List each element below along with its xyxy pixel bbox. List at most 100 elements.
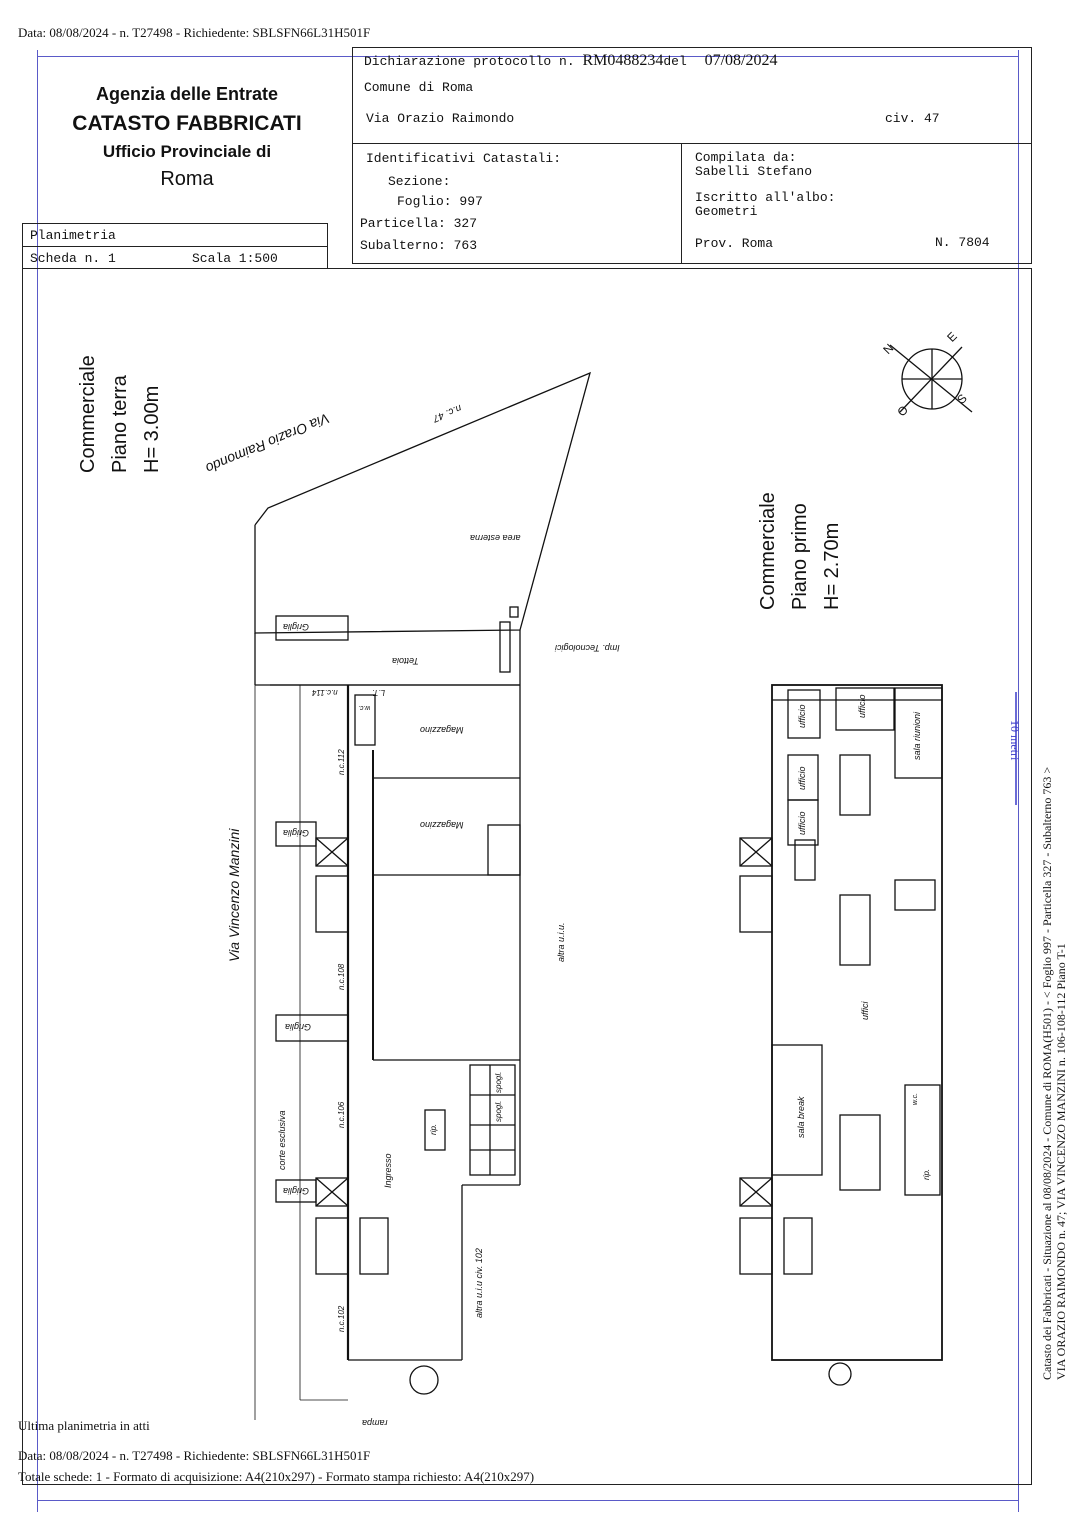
- stairs: [783, 1217, 813, 1275]
- label-sala-riunioni: sala riunioni: [912, 711, 922, 760]
- label-ufficio-3: ufficio: [797, 766, 807, 790]
- label-tettoia: Tettoia: [392, 656, 419, 666]
- spiral-stair: [409, 1365, 439, 1395]
- scale-label: 10 metri: [1008, 720, 1022, 761]
- label-via-manzini: Via Vincenzo Manzini: [226, 828, 242, 962]
- lift: [315, 837, 349, 867]
- agency-line4: Roma: [160, 168, 214, 190]
- ground-floor-outline: [254, 371, 591, 634]
- footer-totale: Totale schede: 1 - Formato di acquisizio…: [18, 1469, 535, 1484]
- label-corte: corte esclusiva: [277, 1110, 287, 1170]
- label-area-esterna: area esterna: [470, 533, 521, 543]
- scala-label: Scala 1:500: [192, 251, 278, 266]
- planimetria-divider: [22, 246, 328, 247]
- via: Via Orazio Raimondo: [366, 111, 515, 126]
- frame-bottom: [37, 1500, 1019, 1501]
- label-magazzino-2: Magazzino: [420, 820, 464, 830]
- stairs: [739, 875, 773, 933]
- first-room: [894, 687, 943, 779]
- ground-room: [469, 1064, 516, 1176]
- label-ufficio-2: ufficio: [857, 694, 867, 718]
- first-floor-outline: [771, 684, 943, 1361]
- declaration-divider: [352, 143, 1032, 144]
- side-info-line1: Catasto dei Fabbricati - Situazione al 0…: [1040, 766, 1054, 1380]
- label-nc108: n.c.108: [337, 963, 346, 990]
- header-info: Data: 08/08/2024 - n. T27498 - Richieden…: [18, 25, 371, 40]
- label-altra-uiu-102: altra u.i.u civ. 102: [474, 1248, 484, 1318]
- compilata-name: Sabelli Stefano: [695, 164, 813, 179]
- spiral-stair: [828, 1362, 852, 1386]
- label-rampa: rampa: [362, 1418, 388, 1428]
- agency-line1: Agenzia delle Entrate: [95, 84, 279, 104]
- first-room: [794, 839, 816, 881]
- declaration-box: [352, 47, 1032, 264]
- label-spogl-2: spogl.: [494, 1100, 503, 1122]
- label-sala-break: sala break: [796, 1096, 806, 1138]
- first-room: [835, 687, 895, 731]
- frame-left: [37, 50, 38, 1512]
- albo-number: N. 7804: [935, 235, 990, 250]
- drawing-area: [22, 268, 1032, 1485]
- label-griglia-2: Griglia: [283, 828, 310, 838]
- label-griglia-3: Griglia: [285, 1022, 312, 1032]
- first-room: [839, 754, 871, 816]
- footer-data: Data: 08/08/2024 - n. T27498 - Richieden…: [18, 1448, 371, 1463]
- albo: Geometri: [695, 204, 758, 219]
- stairs: [315, 1217, 349, 1275]
- agency-line3: Ufficio Provinciale di: [102, 142, 272, 161]
- civico: civ. 47: [885, 111, 940, 126]
- stairs: [739, 1217, 773, 1275]
- label-uffici: uffici: [860, 1001, 870, 1020]
- lift: [315, 1177, 349, 1207]
- label-rip-first: rip.: [922, 1168, 931, 1180]
- grille: [275, 1014, 349, 1042]
- label-nc114: n.c.114: [312, 688, 338, 697]
- label-ufficio-1: ufficio: [797, 704, 807, 728]
- lift: [739, 837, 773, 867]
- declaration-number: RM0488234: [582, 52, 664, 69]
- label-spogl-1: spogl.: [494, 1071, 503, 1093]
- label-magazzino-1: Magazzino: [420, 725, 464, 735]
- lift: [315, 1177, 349, 1207]
- grille: [275, 821, 317, 847]
- declaration-del: del: [663, 54, 687, 69]
- declaration-vdivider: [681, 143, 682, 264]
- frame-right: [1018, 50, 1019, 1512]
- lift: [739, 1177, 773, 1207]
- lift: [739, 837, 773, 867]
- side-info-line2: VIA ORAZIO RAIMONDO n. 47; VIA VINCENZO …: [1054, 943, 1068, 1380]
- ground-room: [509, 606, 519, 618]
- side-info: Catasto dei Fabbricati - Situazione al 0…: [1040, 767, 1068, 1380]
- lift: [739, 1177, 773, 1207]
- label-griglia-4: Griglia: [283, 1186, 310, 1196]
- ground-room: [354, 694, 376, 746]
- label-nc102: n.c.102: [337, 1305, 346, 1332]
- first-room: [787, 689, 821, 739]
- stairs: [315, 875, 349, 933]
- label-imp-tecnologici: Imp. Tecnologici: [555, 643, 620, 653]
- frame-top: [37, 56, 1019, 57]
- first-room: [894, 879, 936, 911]
- label-lt: L.T.: [372, 688, 386, 697]
- ground-room: [487, 824, 521, 876]
- agency-line2: CATASTO FABBRICATI: [72, 112, 302, 135]
- stairs: [359, 1217, 389, 1275]
- label-wc-first: w.c.: [912, 1092, 919, 1105]
- grille: [275, 615, 349, 641]
- first-room: [771, 1044, 823, 1176]
- planimetria-label: Planimetria: [30, 228, 116, 243]
- label-ingresso: Ingresso: [383, 1153, 393, 1188]
- foglio: Foglio: 997: [397, 194, 483, 209]
- label-rip-ground: rip.: [429, 1123, 438, 1135]
- label-nc106: n.c.106: [337, 1101, 346, 1128]
- subalterno: Subalterno: 763: [360, 238, 478, 253]
- first-room: [839, 1114, 881, 1191]
- comune: Comune di Roma: [364, 80, 474, 95]
- identificativi-title: Identificativi Catastali:: [366, 151, 562, 166]
- label-griglia-1: Griglia: [283, 622, 310, 632]
- declaration-prefix: Dichiarazione protocollo n.: [364, 54, 575, 69]
- compilata-title: Compilata da:: [695, 150, 797, 165]
- iscritto-title: Iscritto all'albo:: [695, 190, 836, 205]
- declaration-date: 07/08/2024: [704, 52, 778, 69]
